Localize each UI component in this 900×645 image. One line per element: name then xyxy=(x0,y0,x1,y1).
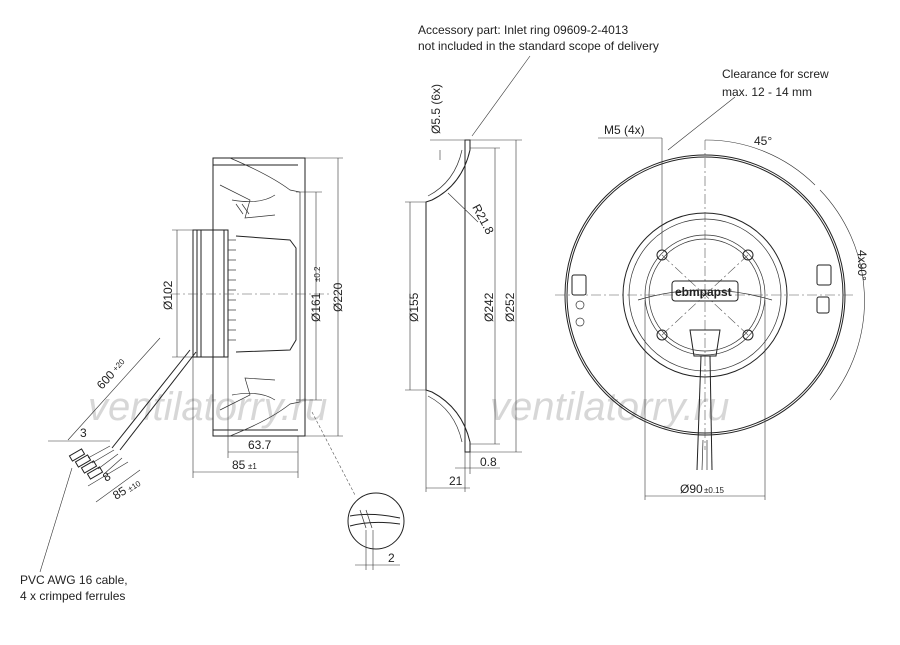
dim-d90: Ø90 xyxy=(680,482,703,496)
dim-85: 85 xyxy=(232,458,246,472)
side-view: Ø102 Ø161 ±0.2 Ø220 63.7 85 ±1 600 +20 3… xyxy=(20,157,405,603)
brand-logo-frame xyxy=(671,280,739,302)
dim-d155: Ø155 xyxy=(407,292,421,322)
dim-wire-85-tol: ±10 xyxy=(126,479,143,494)
dim-cable-600-tol: +20 xyxy=(111,357,127,374)
dim-d220: Ø220 xyxy=(331,282,345,312)
dim-d5-5: Ø5.5 (6x) xyxy=(429,84,443,134)
note-cable-line2: 4 x crimped ferrules xyxy=(20,589,125,603)
front-view: ebmpapst Ø90 ±0.15 45° 4x90° M5 (4x) xyxy=(555,67,869,500)
screw-hole-bl xyxy=(656,329,668,341)
brand-logo: ebmpapst xyxy=(675,285,732,299)
impeller-outline xyxy=(212,157,306,437)
dim-wire-3: 3 xyxy=(80,426,87,440)
dim-d90-tol: ±0.15 xyxy=(704,486,725,495)
dim-d252: Ø252 xyxy=(503,292,517,322)
dim-angle-45: 45° xyxy=(754,134,772,148)
note-accessory-line1: Accessory part: Inlet ring 09609-2-4013 xyxy=(418,23,628,37)
cable-exit xyxy=(689,329,721,357)
dim-d161-tol: ±0.2 xyxy=(313,266,322,282)
watermark-left: ventilatorry.ru xyxy=(88,385,327,429)
motor-hub xyxy=(192,229,229,358)
dim-detail-2: 2 xyxy=(388,551,395,565)
inlet-ring-profile xyxy=(425,139,471,453)
dim-d102: Ø102 xyxy=(161,280,175,310)
dim-21: 21 xyxy=(449,474,463,488)
dim-d242: Ø242 xyxy=(482,292,496,322)
dim-63-7: 63.7 xyxy=(248,438,272,452)
dim-85-tol: ±1 xyxy=(248,462,257,471)
dim-wire-8: 8 xyxy=(100,469,113,485)
dim-0-8: 0.8 xyxy=(480,455,497,469)
note-clearance-line2: max. 12 - 14 mm xyxy=(722,85,812,99)
screw-hole-br xyxy=(742,329,754,341)
dim-d161: Ø161 xyxy=(309,292,323,322)
detail-circle xyxy=(347,492,405,550)
label-screw-m5: M5 (4x) xyxy=(604,123,645,137)
note-clearance-line1: Clearance for screw xyxy=(722,67,829,81)
dim-r21-8: R21.8 xyxy=(469,202,497,237)
note-accessory-line2: not included in the standard scope of de… xyxy=(418,39,659,53)
watermark-right: ventilatorry.ru xyxy=(490,385,729,429)
note-cable-line1: PVC AWG 16 cable, xyxy=(20,573,128,587)
inlet-ring-view: Ø155 Ø242 Ø252 R21.8 Ø5.5 (6x) 0.8 21 Ac… xyxy=(405,23,659,492)
dim-angle-4x90: 4x90° xyxy=(855,250,869,281)
screw-hole-tr xyxy=(742,249,754,261)
